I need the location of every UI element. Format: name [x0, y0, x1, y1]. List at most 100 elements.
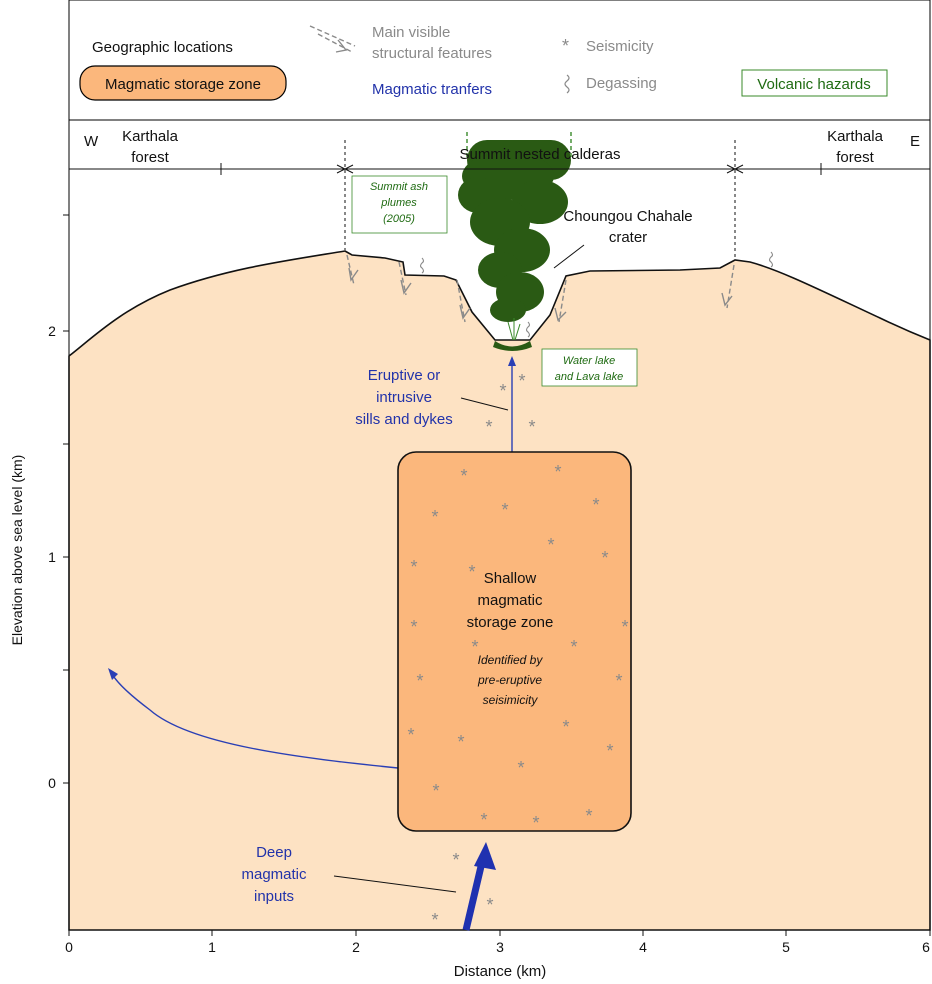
x-tick-2: 2 [352, 939, 360, 955]
y-axis-label: Elevation above sea level (km) [9, 455, 25, 646]
crater-label-line2: crater [609, 229, 647, 246]
legend-storage-swatch [79, 65, 287, 101]
svg-text:*: * [606, 741, 613, 761]
y-axis [63, 214, 69, 784]
svg-text:*: * [585, 806, 592, 826]
y-tick-1: 1 [48, 549, 56, 565]
lakes-box [541, 348, 638, 387]
degassing-icons [419, 251, 774, 338]
storage-note-line1: Identified by [478, 653, 544, 667]
dyke-transfer-arrow [508, 356, 516, 452]
storage-label-line1: Shallow [484, 570, 537, 587]
lakes-line1: Water lake [563, 355, 615, 367]
svg-text:*: * [517, 758, 524, 778]
svg-text:*: * [468, 562, 475, 582]
summit-calderas-label: Summit nested calderas [460, 146, 621, 163]
svg-text:*: * [432, 781, 439, 801]
svg-text:*: * [431, 507, 438, 527]
legend-frame [68, 0, 931, 121]
crater-label-line1: Choungou Chahale [563, 208, 692, 225]
x-axis [68, 930, 931, 936]
storage-label-line2: magmatic [477, 592, 543, 609]
sills-label-line2: intrusive [376, 389, 432, 406]
legend-degassing: Degassing [586, 75, 657, 92]
deep-inputs-line2: magmatic [241, 866, 307, 883]
svg-text:*: * [592, 495, 599, 515]
x-tick-1: 1 [208, 939, 216, 955]
svg-text:*: * [501, 500, 508, 520]
svg-text:*: * [410, 617, 417, 637]
svg-text:*: * [532, 813, 539, 833]
svg-text:*: * [601, 548, 608, 568]
svg-text:*: * [407, 725, 414, 745]
ash-plumes-line1: Summit ash [370, 181, 428, 193]
svg-text:*: * [621, 617, 628, 637]
x-tick-0: 0 [65, 939, 73, 955]
y-tick-2: 2 [48, 323, 56, 339]
lakes-line2: and Lava lake [555, 371, 624, 383]
karthala-forest-west-line1: Karthala [122, 128, 179, 145]
legend-structural-features-line1: Main visible [372, 24, 450, 41]
x-tick-6: 6 [922, 939, 930, 955]
degassing-icon [564, 74, 570, 94]
ash-plume [458, 140, 571, 322]
ash-plumes-box [351, 175, 448, 234]
legend-seismicity: Seismicity [586, 38, 654, 55]
svg-text:*: * [457, 732, 464, 752]
sills-label-line3: sills and dykes [355, 411, 453, 428]
legend-structural-features-line2: structural features [372, 45, 492, 62]
water-and-lava-lake [493, 341, 532, 351]
plume-dashed-edges [466, 132, 572, 160]
legend-magmatic-storage-zone: Magmatic storage zone [105, 76, 261, 93]
lateral-transfer-arrow [108, 668, 399, 769]
x-tick-5: 5 [782, 939, 790, 955]
legend-magmatic-transfers: Magmatic tranfers [372, 81, 492, 98]
svg-text:*: * [431, 910, 438, 930]
crater-leader-line [553, 244, 585, 269]
svg-text:*: * [480, 810, 487, 830]
svg-text:*: * [486, 895, 493, 915]
svg-text:*: * [528, 417, 535, 437]
deep-input-arrow [462, 842, 496, 931]
lake-vegetation-icon [507, 318, 521, 341]
karthala-forest-east-line2: forest [836, 149, 874, 166]
svg-text:*: * [416, 671, 423, 691]
west-label: W [84, 133, 99, 150]
svg-text:*: * [499, 381, 506, 401]
deep-inputs-line1: Deep [256, 844, 292, 861]
svg-text:*: * [562, 717, 569, 737]
karthala-forest-west-line2: forest [131, 149, 169, 166]
x-tick-4: 4 [639, 939, 647, 955]
storage-label-line3: storage zone [467, 614, 554, 631]
svg-text:*: * [485, 417, 492, 437]
deep-inputs-line3: inputs [254, 888, 294, 905]
fault-symbol-icon [309, 25, 356, 53]
deep-inputs-leader-line [333, 875, 457, 893]
legend: Geographic locations Magmatic storage zo… [68, 0, 931, 121]
svg-text:*: * [452, 850, 459, 870]
svg-text:*: * [615, 671, 622, 691]
seismicity-markers: * * * * * * * * * * * * * * * * * * * * * * * * * * *… [407, 371, 628, 930]
svg-text:*: * [554, 462, 561, 482]
sills-leader-line [460, 397, 509, 411]
ash-plumes-line2: plumes [380, 197, 417, 209]
east-label: E [910, 133, 920, 150]
svg-text:*: * [570, 637, 577, 657]
y-tick-0: 0 [48, 775, 56, 791]
storage-note-line2: pre-eruptive [477, 673, 542, 687]
storage-note-line3: seisimicity [483, 693, 539, 707]
x-tick-3: 3 [496, 939, 504, 955]
x-axis-label: Distance (km) [454, 963, 547, 980]
shallow-storage-zone [397, 451, 632, 832]
svg-text:*: * [460, 466, 467, 486]
karthala-forest-east-line1: Karthala [827, 128, 884, 145]
legend-geographic-locations: Geographic locations [92, 39, 233, 56]
svg-text:*: * [471, 637, 478, 657]
svg-text:*: * [410, 557, 417, 577]
legend-volcanic-hazards: Volcanic hazards [757, 76, 870, 93]
seismicity-icon: * [562, 36, 569, 56]
location-bar [69, 140, 930, 260]
fault-icons [346, 254, 735, 323]
svg-text:*: * [518, 371, 525, 391]
